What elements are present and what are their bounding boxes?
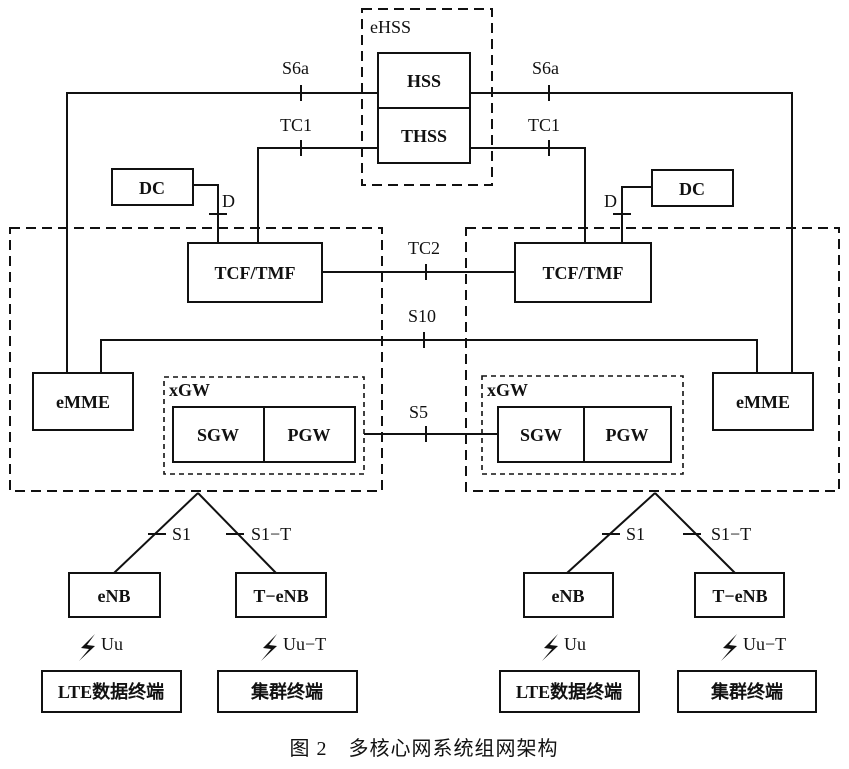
right-tcf-box bbox=[514, 242, 652, 303]
right-dc-label: DC bbox=[679, 179, 705, 199]
right-cluster-terminal-label: 集群终端 bbox=[710, 681, 783, 702]
d-left-link bbox=[193, 184, 219, 243]
left-tenb-label: T−eNB bbox=[253, 586, 308, 606]
thss-label: THSS bbox=[401, 126, 447, 146]
left-sgw-box bbox=[172, 406, 265, 463]
lightning-bolt-icon bbox=[79, 634, 95, 661]
tc1-left-label: TC1 bbox=[280, 115, 312, 135]
left-dc-box bbox=[111, 168, 194, 206]
thss-box bbox=[377, 107, 471, 164]
d-right-label: D bbox=[604, 191, 617, 211]
right-core-group bbox=[465, 227, 840, 492]
left-emme-box bbox=[32, 372, 134, 431]
s6a-left-link bbox=[66, 92, 378, 373]
s6a-left-label: S6a bbox=[282, 58, 309, 78]
right-lte-terminal-box bbox=[499, 670, 640, 713]
right-pgw-label: PGW bbox=[606, 425, 649, 445]
left-uu-label: Uu bbox=[101, 634, 123, 654]
ehss-label: eHSS bbox=[370, 17, 411, 37]
left-pgw-label: PGW bbox=[288, 425, 331, 445]
left-lte-terminal-label: LTE数据终端 bbox=[58, 681, 164, 702]
right-xgw-label: xGW bbox=[487, 380, 528, 400]
hss-label: HSS bbox=[407, 71, 441, 91]
right-uut-label: Uu−T bbox=[743, 634, 786, 654]
left-xgw-group bbox=[163, 376, 365, 475]
lightning-bolt-icon bbox=[261, 634, 277, 661]
d-left-label: D bbox=[222, 191, 235, 211]
tc1-left-link bbox=[257, 147, 378, 243]
s10-link bbox=[100, 339, 758, 373]
figure-caption: 图 2 多核心网系统组网架构 bbox=[290, 737, 559, 760]
s6a-right-label: S6a bbox=[532, 58, 559, 78]
right-sgw-label: SGW bbox=[520, 425, 562, 445]
left-tcf-box bbox=[187, 242, 323, 303]
s6a-right-link bbox=[470, 92, 793, 373]
left-emme-label: eMME bbox=[56, 392, 110, 412]
left-s1t-label: S1−T bbox=[251, 524, 291, 544]
left-uut-label: Uu−T bbox=[283, 634, 326, 654]
right-tenb-label: T−eNB bbox=[712, 586, 767, 606]
right-emme-label: eMME bbox=[736, 392, 790, 412]
tc1-right-link bbox=[470, 147, 586, 243]
right-sgw-box bbox=[497, 406, 585, 463]
left-dc-label: DC bbox=[139, 178, 165, 198]
left-tenb-box bbox=[235, 572, 327, 618]
right-enb-label: eNB bbox=[552, 586, 585, 606]
right-tenb-box bbox=[694, 572, 785, 618]
s10-label: S10 bbox=[408, 306, 436, 326]
right-pgw-box bbox=[583, 406, 672, 463]
right-dc-box bbox=[651, 169, 734, 207]
left-tcf-label: TCF/TMF bbox=[215, 263, 296, 283]
right-s1t-label: S1−T bbox=[711, 524, 751, 544]
left-xgw-label: xGW bbox=[169, 380, 210, 400]
lightning-bolt-icon bbox=[721, 634, 737, 661]
d-right-link bbox=[621, 186, 652, 243]
right-tcf-label: TCF/TMF bbox=[543, 263, 624, 283]
right-lte-terminal-label: LTE数据终端 bbox=[516, 681, 622, 702]
left-enb-label: eNB bbox=[98, 586, 131, 606]
lightning-bolt-icon bbox=[542, 634, 558, 661]
right-uu-label: Uu bbox=[564, 634, 586, 654]
tc1-right-label: TC1 bbox=[528, 115, 560, 135]
left-core-group bbox=[9, 227, 383, 492]
right-xgw-group bbox=[481, 375, 684, 475]
left-s1-label: S1 bbox=[172, 524, 191, 544]
left-lte-terminal-box bbox=[41, 670, 182, 713]
right-s1-label: S1 bbox=[626, 524, 645, 544]
right-emme-box bbox=[712, 372, 814, 431]
s5-label: S5 bbox=[409, 402, 428, 422]
left-cluster-terminal-box bbox=[217, 670, 358, 713]
ehss-group bbox=[361, 8, 493, 186]
right-enb-box bbox=[523, 572, 614, 618]
tc2-label: TC2 bbox=[408, 238, 440, 258]
left-cluster-terminal-label: 集群终端 bbox=[250, 681, 323, 702]
left-enb-box bbox=[68, 572, 161, 618]
left-pgw-box bbox=[263, 406, 356, 463]
left-sgw-label: SGW bbox=[197, 425, 239, 445]
right-cluster-terminal-box bbox=[677, 670, 817, 713]
